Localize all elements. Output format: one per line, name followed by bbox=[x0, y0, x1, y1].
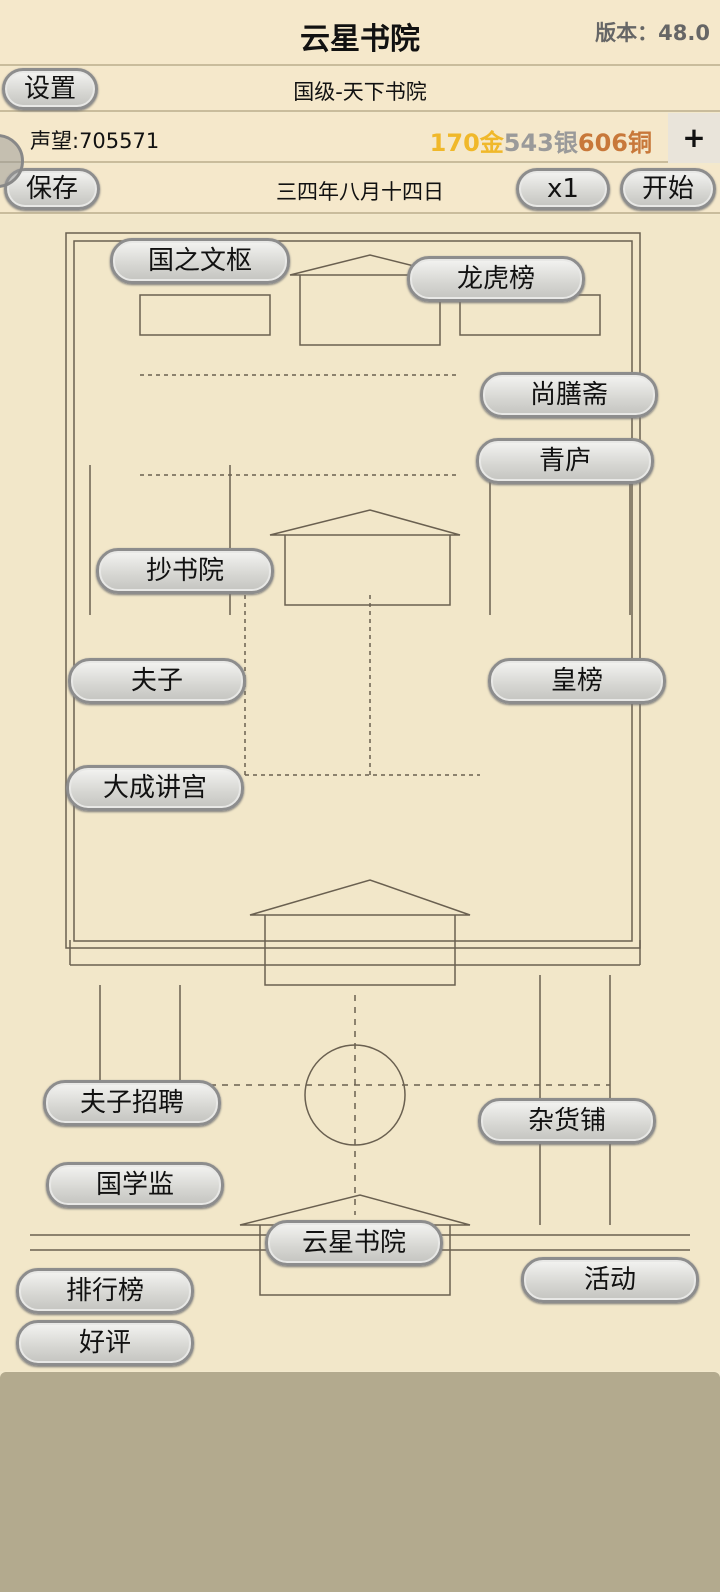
title-bar: 云星书院 版本：48.0 bbox=[0, 0, 720, 66]
map-button-haoping[interactable]: 好评 bbox=[16, 1320, 194, 1366]
map-button-guoxuejian[interactable]: 国学监 bbox=[46, 1162, 224, 1208]
copper-amount: 606铜 bbox=[577, 129, 652, 157]
academy-rank: 国级-天下书院 bbox=[293, 80, 427, 104]
map-button-shangshanzhai[interactable]: 尚膳斋 bbox=[480, 372, 658, 418]
resource-bar: 声望:705571 170金543银606铜 + bbox=[0, 113, 720, 163]
map-button-dachengjianggong[interactable]: 大成讲宫 bbox=[66, 765, 244, 811]
app-title: 云星书院 bbox=[300, 22, 420, 57]
map-button-paihangbang[interactable]: 排行榜 bbox=[16, 1268, 194, 1314]
add-currency-button[interactable]: + bbox=[668, 113, 720, 163]
save-button[interactable]: 保存 bbox=[4, 168, 100, 210]
bottom-panel bbox=[0, 1372, 720, 1592]
game-date: 三四年八月十四日 bbox=[276, 180, 444, 204]
map-button-fuzizhaopin[interactable]: 夫子招聘 bbox=[43, 1080, 221, 1126]
currency: 170金543银606铜 bbox=[430, 123, 652, 158]
silver-amount: 543银 bbox=[503, 129, 578, 157]
map-illustration bbox=[30, 232, 690, 1296]
map-button-fuzi[interactable]: 夫子 bbox=[68, 658, 246, 704]
reputation-value: 声望:705571 bbox=[30, 129, 160, 153]
version-label: 版本：48.0 bbox=[595, 21, 710, 45]
map-button-zahuopu[interactable]: 杂货铺 bbox=[478, 1098, 656, 1144]
gold-amount: 170金 bbox=[429, 129, 504, 157]
map-button-longhubang[interactable]: 龙虎榜 bbox=[407, 256, 585, 302]
map-button-yunxingshuyuan[interactable]: 云星书院 bbox=[265, 1220, 443, 1266]
control-bar: 保存 三四年八月十四日 x1 开始 bbox=[0, 165, 720, 214]
map-button-guozhiwenshu[interactable]: 国之文枢 bbox=[110, 238, 290, 284]
map-button-chaoshuyuan[interactable]: 抄书院 bbox=[96, 548, 274, 594]
map-button-huangbang[interactable]: 皇榜 bbox=[488, 658, 666, 704]
start-button[interactable]: 开始 bbox=[620, 168, 716, 210]
speed-button[interactable]: x1 bbox=[516, 168, 610, 210]
map-button-qinglu[interactable]: 青庐 bbox=[476, 438, 654, 484]
settings-button[interactable]: 设置 bbox=[2, 68, 98, 110]
academy-map: 国之文枢 龙虎榜 尚膳斋 青庐 抄书院 夫子 皇榜 大成讲宫 夫子招聘 杂货铺 … bbox=[0, 215, 720, 1371]
rank-bar: 设置 国级-天下书院 bbox=[0, 67, 720, 112]
map-button-huodong[interactable]: 活动 bbox=[521, 1257, 699, 1303]
